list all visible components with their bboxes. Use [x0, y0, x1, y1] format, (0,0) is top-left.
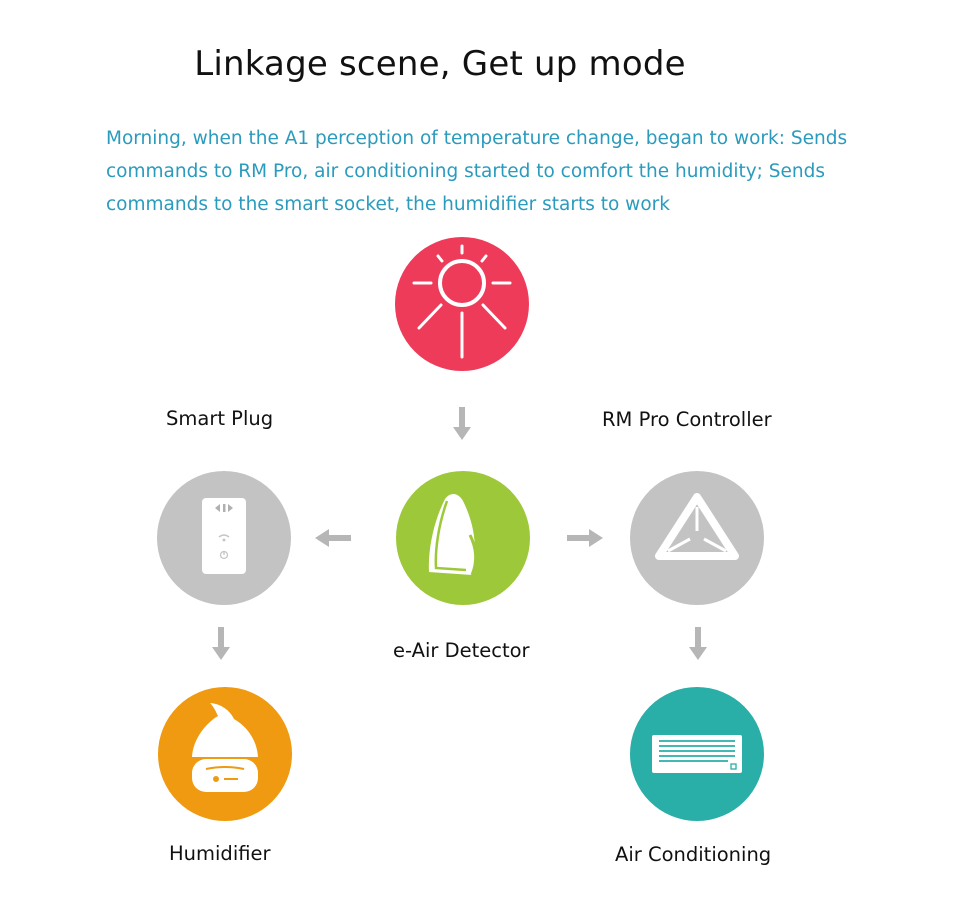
rm-pro-icon [655, 493, 739, 560]
smart-plug-label: Smart Plug [166, 407, 274, 430]
arrow-down-icon [453, 407, 471, 440]
humidifier-label: Humidifier [169, 842, 271, 865]
humidifier-icon [192, 703, 258, 792]
air-detector-node [396, 471, 530, 605]
air-conditioner-icon [652, 735, 742, 773]
smart-plug-node [157, 471, 291, 605]
page-title: Linkage scene, Get up mode [194, 44, 686, 84]
air-detector-icon [428, 493, 478, 576]
sun-node [395, 237, 529, 371]
arrow-down-icon [689, 627, 707, 660]
rm-pro-node [630, 471, 764, 605]
scene-description: Morning, when the A1 perception of tempe… [106, 128, 848, 215]
arrow-left-icon [315, 529, 351, 547]
arrow-right-icon [567, 529, 603, 547]
smart-plug-icon [202, 498, 246, 574]
arrow-down-icon [212, 627, 230, 660]
air-conditioning-node [630, 687, 764, 821]
air-conditioning-label: Air Conditioning [615, 843, 772, 866]
air-detector-label: e-Air Detector [393, 639, 530, 662]
humidifier-node [158, 687, 292, 821]
sun-icon [412, 244, 512, 359]
rm-pro-label: RM Pro Controller [602, 408, 772, 431]
